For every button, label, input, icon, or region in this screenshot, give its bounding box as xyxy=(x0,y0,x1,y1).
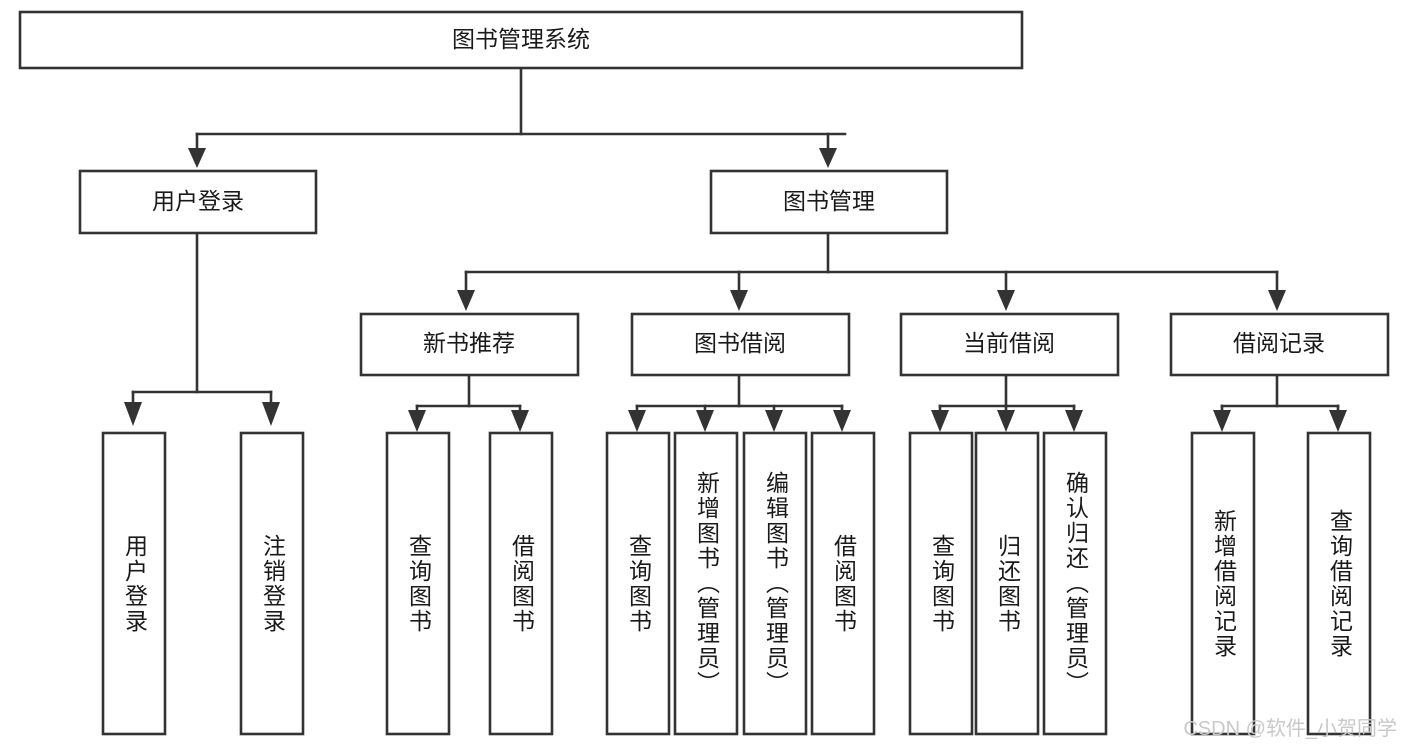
node-user-login[interactable]: 用户登录 xyxy=(78,169,318,235)
leaf-box-confirm-return xyxy=(1042,431,1108,736)
node-book-borrow[interactable]: 图书借阅 xyxy=(630,312,851,377)
leaf-box-borrow-book-1 xyxy=(488,431,554,736)
leaf-box-user-logout xyxy=(239,431,305,736)
node-root-label: 图书管理系统 xyxy=(452,26,590,52)
node-new-book-recommend[interactable]: 新书推荐 xyxy=(359,312,580,377)
connector-root-to-level1 xyxy=(188,66,847,168)
leaf-box-user-login xyxy=(101,431,167,736)
node-book-management[interactable]: 图书管理 xyxy=(709,169,949,235)
leaf-boxes xyxy=(101,431,1372,736)
leaf-box-query-record xyxy=(1306,431,1372,736)
leaf-box-query-book-2 xyxy=(605,431,671,736)
leaf-box-edit-book xyxy=(742,431,808,736)
connector-borrow-record-to-leaves xyxy=(1213,373,1347,432)
leaf-box-return-book xyxy=(974,431,1040,736)
leaf-box-query-book-1 xyxy=(385,431,451,736)
watermark-text: CSDN @软件_小贺同学 xyxy=(1183,718,1397,740)
node-root[interactable]: 图书管理系统 xyxy=(18,10,1024,70)
leaf-box-add-book xyxy=(673,431,739,736)
leaf-box-query-book-3 xyxy=(908,431,974,736)
leaf-box-borrow-book-2 xyxy=(810,431,876,736)
node-current-borrow[interactable]: 当前借阅 xyxy=(899,312,1120,377)
node-borrow-record[interactable]: 借阅记录 xyxy=(1169,312,1390,377)
node-book-management-label: 图书管理 xyxy=(783,188,875,214)
connector-user-login-to-leaves xyxy=(124,231,280,426)
node-borrow-record-label: 借阅记录 xyxy=(1233,330,1325,356)
connector-current-borrow-to-leaves xyxy=(931,373,1083,432)
leaf-box-add-record xyxy=(1190,431,1256,736)
node-new-book-recommend-label: 新书推荐 xyxy=(423,330,515,356)
connector-book-management-to-level2 xyxy=(457,231,1286,311)
node-book-borrow-label: 图书借阅 xyxy=(694,330,786,356)
connector-book-borrow-to-leaves xyxy=(628,373,851,432)
node-user-login-label: 用户登录 xyxy=(152,188,244,214)
node-current-borrow-label: 当前借阅 xyxy=(963,330,1055,356)
connector-new-book-recommend-to-leaves xyxy=(408,373,529,432)
